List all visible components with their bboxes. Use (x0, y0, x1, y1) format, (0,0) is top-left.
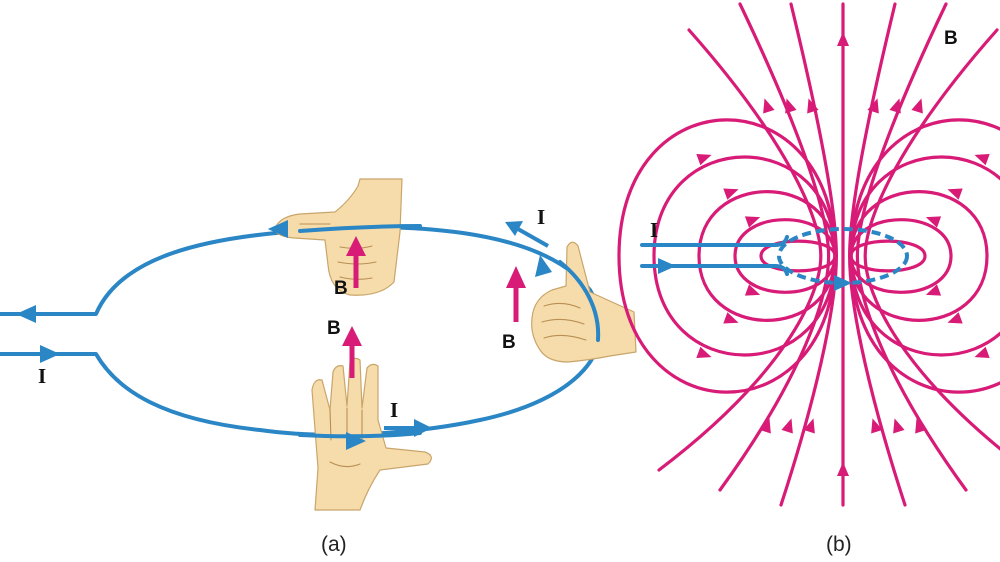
panel-a: B B B I I I (a) (0, 178, 637, 556)
field-arrow-open-up-l2 (763, 98, 775, 114)
current-arrow-incoming (40, 345, 60, 363)
current-loop-front-right (558, 260, 601, 342)
label-b-bottom: B (327, 318, 341, 339)
field-loop-arrow-top-r2 (947, 188, 963, 200)
field-arrow-open-low-l2 (759, 418, 771, 434)
field-loop-arrow-top-l1 (744, 216, 761, 228)
field-loop-r0 (849, 239, 927, 273)
field-loop-r3 (849, 155, 1000, 357)
field-loop-l1 (733, 218, 837, 294)
field-loop-arrow-bot-r1 (925, 284, 942, 296)
lead-wire-bottom (640, 264, 789, 276)
label-i-bottom: I (390, 398, 398, 422)
current-arrow-loop-right (535, 255, 552, 277)
field-line-open-l2 (657, 28, 823, 472)
field-loop-arrow-bot-l2 (723, 312, 739, 324)
field-loop-l2 (697, 190, 837, 322)
caption-b: (b) (826, 533, 852, 556)
field-lines (617, 2, 1000, 507)
field-loop-arrow-bot-r2 (947, 312, 963, 324)
lead-arrow (658, 258, 676, 274)
field-loop-arrow-top-r1 (925, 216, 942, 228)
field-loop-r2 (849, 190, 989, 322)
lead-wire-top (640, 235, 789, 247)
right-hand-top (274, 178, 403, 296)
field-arrow-center-high (837, 32, 849, 46)
field-loop-arrow-bot-r3 (974, 346, 990, 358)
current-loop-front-bottom (298, 431, 422, 439)
panel-b: I B (b) (617, 2, 1000, 556)
current-loop-front-top (298, 224, 422, 233)
field-arrow-open-up-l1 (785, 98, 797, 114)
label-b-b: B (944, 28, 958, 49)
label-b-top: B (334, 278, 348, 299)
current-arrow-right-line (517, 227, 549, 248)
field-loop-l4 (617, 118, 837, 394)
current-arrow-right-head (505, 221, 523, 236)
field-arrow-right (506, 266, 526, 322)
loop-arrow-b (834, 275, 852, 291)
field-loop-arrow-top-r3 (974, 154, 990, 166)
field-line-open-r2 (863, 28, 1000, 451)
current-arrow-loop-bottom-front (346, 432, 366, 450)
label-i-b: I (650, 218, 658, 242)
field-loop-l3 (652, 155, 837, 357)
field-loop-r4 (849, 118, 1000, 394)
field-arrow-open-up-r2 (911, 98, 923, 114)
field-loop-l0 (759, 239, 837, 273)
field-loop-arrow-top-l2 (723, 188, 739, 200)
field-loop-r1 (849, 218, 953, 294)
label-b-right: B (502, 332, 516, 353)
field-loop-arrow-bot-l1 (744, 284, 761, 296)
field-arrow-open-up-r0 (867, 98, 879, 114)
label-i-wire: I (38, 364, 46, 388)
right-hand-right (531, 241, 637, 363)
field-arrow-open-low-l0 (803, 418, 815, 434)
field-arrow-open-low-r0 (871, 418, 883, 434)
field-arrow-open-low-r2 (915, 418, 927, 434)
field-line-open-l1 (718, 2, 831, 492)
field-line-open-r1 (855, 2, 968, 492)
current-arrow-outgoing (16, 305, 36, 323)
field-arrow-bottom (342, 326, 362, 378)
field-arrow-top (346, 236, 366, 288)
field-arrow-open-low-l1 (781, 418, 793, 434)
field-loop-arrow-bot-l3 (696, 346, 712, 358)
field-arrow-open-up-r1 (889, 98, 901, 114)
field-arrow-open-up-l0 (807, 98, 819, 114)
label-i-right: I (537, 205, 545, 229)
current-arrow-loop-top-front (268, 220, 288, 238)
caption-a: (a) (321, 533, 347, 556)
field-arrow-open-low-r1 (893, 418, 905, 434)
field-arrow-center-low (837, 462, 849, 476)
field-loop-arrow-top-l3 (696, 154, 712, 166)
